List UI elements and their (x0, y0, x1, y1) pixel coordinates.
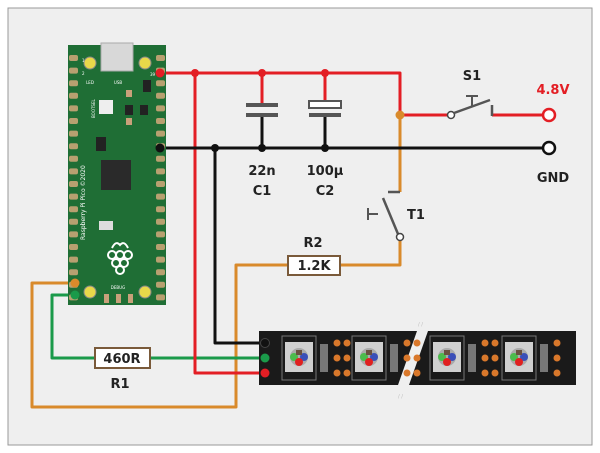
c1-ref: C1 (253, 184, 272, 199)
gnd-label: GND (537, 171, 570, 186)
debug-label: DEBUG (111, 285, 125, 290)
pico-pin (69, 244, 78, 250)
pico-pin-data (70, 290, 80, 300)
bootsel-button (99, 100, 113, 114)
pico-pin (69, 269, 78, 276)
led-strip: / / / / (259, 322, 576, 400)
capacitor-c2 (308, 100, 342, 117)
rp2040-chip (101, 160, 131, 190)
pin39-label: 39 (150, 72, 156, 77)
pico-pin (69, 181, 78, 187)
pico-pin (69, 80, 78, 87)
junctions (191, 69, 405, 152)
led-pixel (501, 335, 561, 381)
pico-pin (69, 130, 78, 137)
pico-pin-gnd (155, 143, 165, 153)
pico-pin (69, 218, 78, 225)
led-label: LED (86, 80, 94, 85)
wire-t1-r2 (340, 240, 402, 267)
usb-connector (100, 42, 134, 72)
pico-pin (69, 143, 78, 150)
raspberry-pi-pico: Raspberry Pi Pico ©2020 USB LED BOOTSEL … (68, 42, 166, 305)
pico-pin (69, 105, 78, 112)
pico-pin (156, 256, 165, 263)
pico-pin (156, 155, 165, 162)
pico-pin (156, 105, 165, 112)
pin1-label: 1 (82, 58, 85, 63)
wire-data-signal (30, 263, 288, 409)
strip-pin-din (260, 353, 270, 363)
r2-ref: R2 (303, 236, 322, 251)
led-pixel (351, 335, 421, 381)
raspberry-logo-icon (107, 242, 133, 275)
led-pixel (429, 335, 499, 381)
board-name: Raspberry Pi Pico ©2020 (80, 165, 87, 240)
pico-pin (156, 55, 165, 61)
wire-gnd-strip (213, 148, 265, 345)
t1-ref: T1 (407, 208, 425, 223)
pico-pin (156, 193, 165, 200)
pico-pin (156, 118, 165, 124)
pico-pin (69, 67, 78, 74)
pico-pin-vbus (155, 68, 165, 78)
pin2-label: 2 (82, 71, 85, 76)
pico-pin (69, 92, 78, 99)
usb-label: USB (114, 80, 122, 85)
c2-ref: C2 (316, 184, 335, 199)
pico-pin (69, 206, 78, 213)
resistor-r1: 460R (94, 347, 151, 369)
pico-pin (156, 130, 165, 137)
pico-pin (156, 269, 165, 276)
pico-pin (156, 80, 165, 87)
pico-pin (156, 218, 165, 225)
bootsel-label: BOOTSEL (91, 99, 96, 118)
pico-pin (69, 118, 78, 124)
strip-pin-5v (260, 368, 270, 378)
pico-pin (69, 256, 78, 263)
s1-ref: S1 (463, 69, 481, 84)
wire-vplus (160, 71, 448, 117)
pico-pin (156, 168, 165, 175)
vplus-label: 4.8V (536, 83, 569, 98)
r1-ref: R1 (110, 377, 129, 392)
r1-value: 460R (103, 352, 140, 367)
c1-value: 22n (248, 164, 275, 179)
pico-pin (156, 294, 165, 301)
pico-pin-signal (70, 278, 80, 288)
r2-value: 1.2K (297, 259, 331, 274)
svg-text:/ /: / / (398, 394, 403, 400)
capacitor-c1 (246, 103, 278, 117)
pico-pin (156, 244, 165, 250)
led-pixel (281, 335, 351, 381)
resistor-r2: 1.2K (287, 255, 341, 276)
pico-pin (69, 55, 78, 61)
terminal-gnd (541, 140, 557, 156)
switch-t1 (367, 190, 405, 242)
switch-s1 (446, 95, 494, 120)
pico-pin (156, 231, 165, 238)
pico-pin (156, 281, 165, 288)
pico-pin (156, 181, 165, 187)
wire-green-data (50, 293, 95, 360)
pico-pin (69, 155, 78, 162)
pico-pin (156, 206, 165, 213)
pico-pin (69, 168, 78, 175)
pico-pin (69, 193, 78, 200)
terminal-vplus (541, 107, 557, 123)
wire-vplus-strip (193, 73, 265, 375)
pico-pin (69, 231, 78, 238)
strip-pin-gnd (260, 338, 270, 348)
c2-value: 100µ (307, 164, 344, 179)
svg-text:/ /: / / (418, 322, 423, 328)
pico-pin (156, 92, 165, 99)
